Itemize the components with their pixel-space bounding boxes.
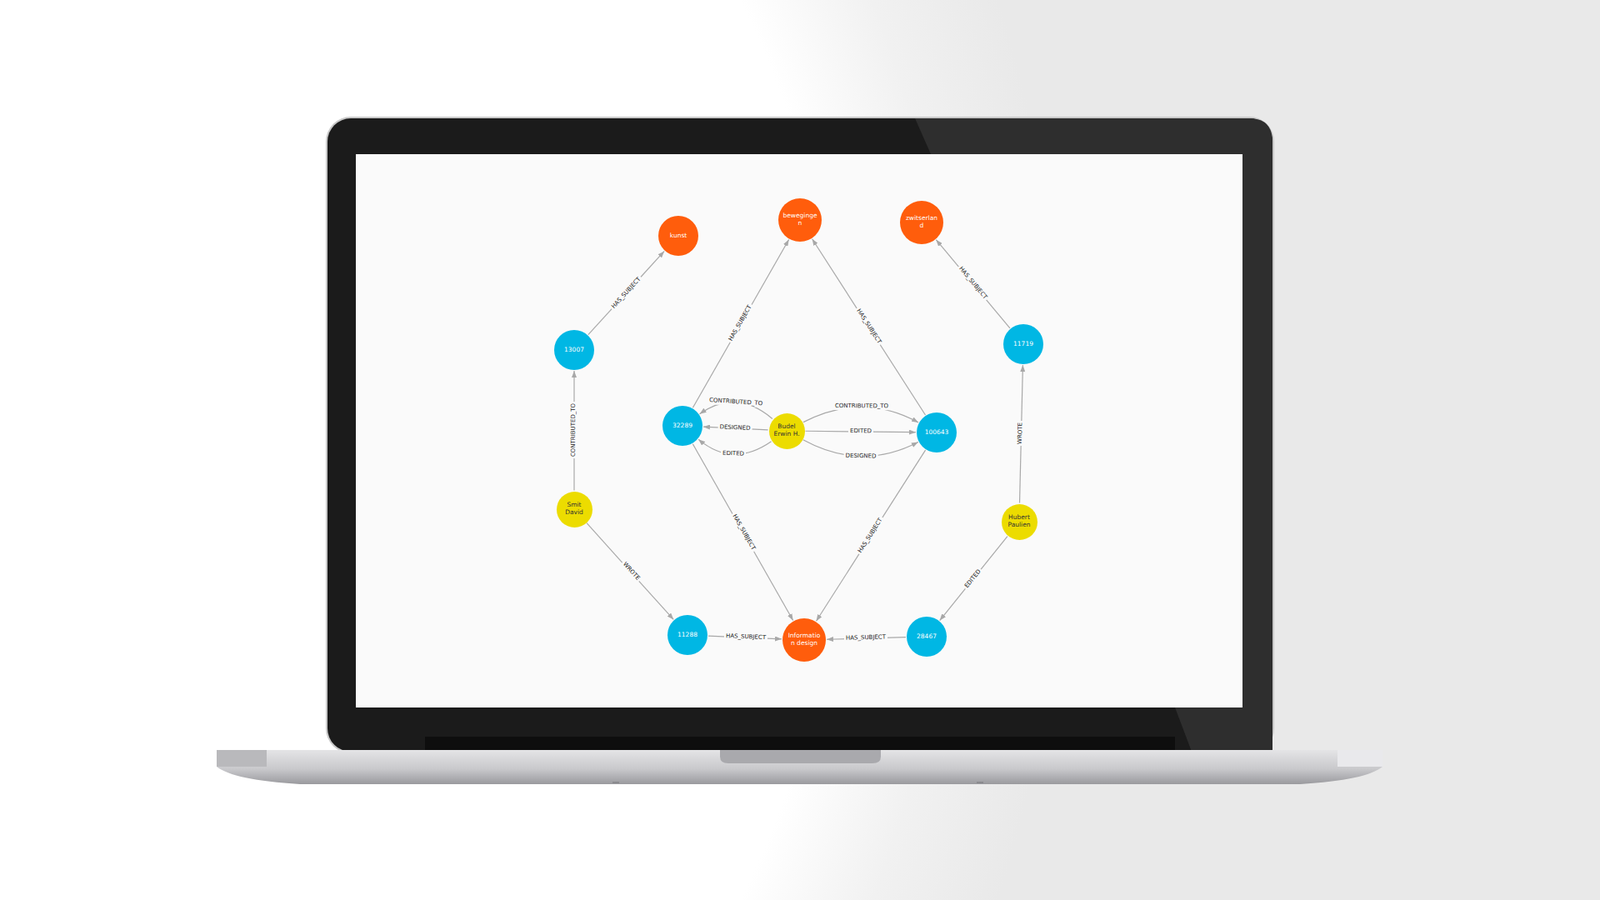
relationship-label: HAS_SUBJECT xyxy=(854,306,884,347)
node-text-stack: 32289 xyxy=(672,422,693,430)
relationship-arrow xyxy=(692,444,793,621)
node-label: zwitserland xyxy=(904,215,940,230)
subject-circle: kunst xyxy=(658,215,699,256)
laptop-bezel xyxy=(327,118,1273,752)
relationship-arrow xyxy=(935,240,1010,329)
relationship-arrow xyxy=(588,250,665,335)
relationship-label: EDITED xyxy=(963,566,985,590)
relationship-arrow xyxy=(586,523,674,620)
node-label: 28467 xyxy=(916,633,937,641)
hinge xyxy=(425,736,1175,750)
relationship-label: CONTRIBUTED_TO xyxy=(707,397,765,408)
relationship-label: HAS_SUBJECT xyxy=(723,633,767,642)
relationship-label: DESIGNED xyxy=(844,452,879,460)
node-text-stack: 11288 xyxy=(677,631,698,640)
relationship-label: DESIGNED xyxy=(718,424,753,433)
node-text-stack: 13007 xyxy=(564,346,585,355)
item-circle: 28467 xyxy=(906,616,947,657)
relationship-label: WROTE xyxy=(1017,420,1025,446)
node-label: 100643 xyxy=(925,429,950,437)
opening-notch xyxy=(720,750,881,764)
node-text-stack: Hubert Paulien xyxy=(1005,514,1033,529)
subject-circle: bewegingen xyxy=(778,198,822,242)
subject-circle: Information design xyxy=(782,618,826,662)
node-text-stack: kunst xyxy=(670,232,687,240)
relationship-label: WROTE xyxy=(620,560,642,583)
subject-circle: zwitserland xyxy=(900,200,944,245)
node-text-stack: zwitserland xyxy=(904,215,940,230)
node-label: Information design xyxy=(786,632,822,647)
relationship-arrow xyxy=(940,536,1008,621)
person-circle: Hubert Paulien xyxy=(1001,504,1038,540)
item-circle: 11719 xyxy=(1003,324,1044,365)
relationship-arrow xyxy=(816,450,926,621)
node-text-stack: 28467 xyxy=(916,633,937,641)
foot xyxy=(976,781,984,784)
relationship-label: CONTRIBUTED_TO xyxy=(833,403,890,410)
node-label: Smit David xyxy=(560,501,588,516)
person-circle: Smit David xyxy=(556,491,593,528)
item-circle: 32289 xyxy=(662,405,703,446)
relationship-label: HAS_SUBJECT xyxy=(956,265,990,303)
node-label: 11288 xyxy=(677,631,698,640)
node-text-stack: 100643 xyxy=(925,429,950,437)
relationship-label: HAS_SUBJECT xyxy=(727,302,755,344)
relationship-label: EDITED xyxy=(720,450,746,459)
relationship-label: HAS_SUBJECT xyxy=(844,634,888,642)
relationship-label: EDITED xyxy=(848,428,874,435)
node-label: 32289 xyxy=(672,422,693,430)
node-label: 13007 xyxy=(564,346,585,355)
relationship-label: HAS_SUBJECT xyxy=(609,275,644,312)
item-circle: 11288 xyxy=(667,615,708,655)
base-edge xyxy=(1337,750,1383,767)
node-label: bewegingen xyxy=(782,212,818,227)
relationship-arrow xyxy=(812,239,926,415)
base-edge xyxy=(216,750,267,767)
foot xyxy=(612,781,620,784)
laptop-rim xyxy=(325,116,1275,754)
item-circle: 100643 xyxy=(916,412,957,453)
node-text-stack: Budel Erwin H. xyxy=(773,423,800,438)
node-label: 11719 xyxy=(1013,340,1034,349)
node-label: Hubert Paulien xyxy=(1005,514,1033,529)
node-text-stack: 11719 xyxy=(1013,340,1034,349)
node-text-stack: Smit David xyxy=(560,501,588,516)
node-label: kunst xyxy=(670,232,687,240)
node-label: Budel Erwin H. xyxy=(773,423,800,438)
screen xyxy=(355,154,1243,708)
laptop-base xyxy=(216,750,1383,785)
relationship-label: CONTRIBUTED_TO xyxy=(570,401,578,459)
relationship-label: HAS_SUBJECT xyxy=(730,512,757,554)
person-circle: Budel Erwin H. xyxy=(769,413,805,450)
item-circle: 13007 xyxy=(554,330,595,370)
relationship-label: HAS_SUBJECT xyxy=(856,515,885,556)
node-text-stack: Information design xyxy=(786,632,822,647)
relationship-arrow xyxy=(692,239,789,408)
node-text-stack: bewegingen xyxy=(782,212,818,227)
